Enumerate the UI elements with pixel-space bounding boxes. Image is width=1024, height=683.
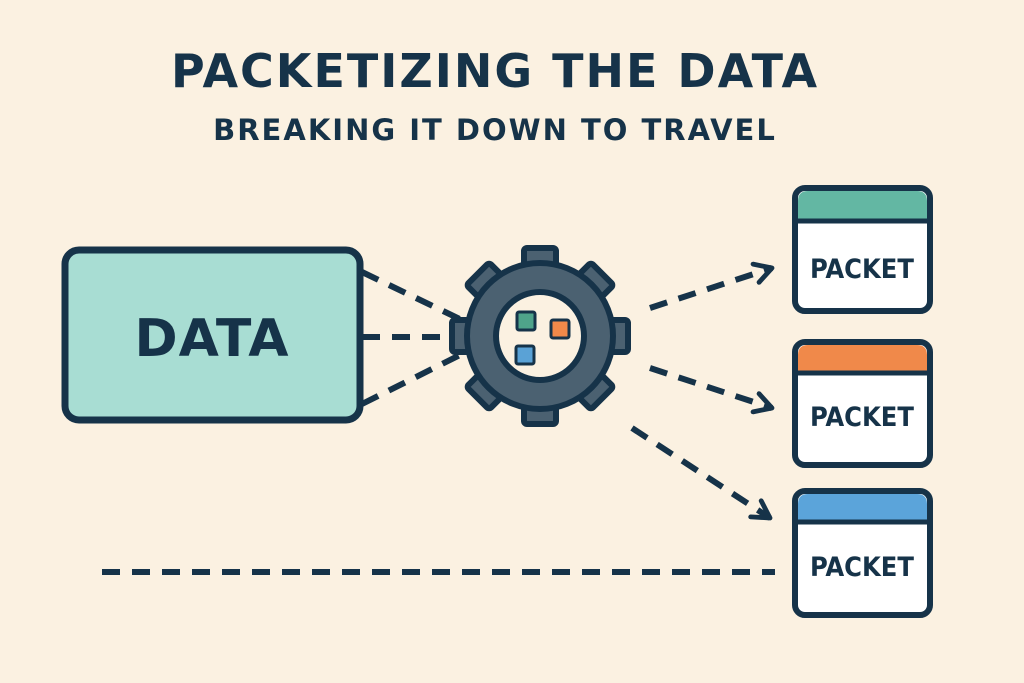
arrow-to-packet-1 xyxy=(649,261,775,311)
packet-2-label: PACKET xyxy=(810,402,914,433)
data-chunk-green xyxy=(515,310,537,332)
packet-2: PACKET xyxy=(792,339,933,468)
packet-1-header xyxy=(798,191,927,221)
connector-top xyxy=(360,269,468,325)
packet-3-label: PACKET xyxy=(810,552,914,583)
packet-3-header xyxy=(798,494,927,522)
page-subtitle: BREAKING IT DOWN TO TRAVEL xyxy=(213,113,777,147)
arrow-to-packet-2 xyxy=(649,365,775,415)
arrow-to-packet-3 xyxy=(630,425,773,521)
data-block-label: DATA xyxy=(134,309,289,369)
data-to-gear-connectors xyxy=(360,269,468,407)
data-block-box xyxy=(61,246,364,424)
packet-1-label: PACKET xyxy=(810,254,914,285)
gear-hub xyxy=(493,289,587,383)
packet-2-header xyxy=(798,345,927,373)
page-title: PACKETIZING THE DATA xyxy=(170,44,820,98)
packet-3: PACKET xyxy=(792,488,933,618)
packet-1: PACKET xyxy=(792,185,933,314)
data-chunk-orange xyxy=(549,318,571,340)
connector-bottom xyxy=(360,349,468,407)
gear-to-packet-arrows xyxy=(630,261,775,521)
data-block: DATA xyxy=(61,246,364,424)
data-chunk-blue xyxy=(514,344,536,366)
gear-icon xyxy=(449,245,631,427)
